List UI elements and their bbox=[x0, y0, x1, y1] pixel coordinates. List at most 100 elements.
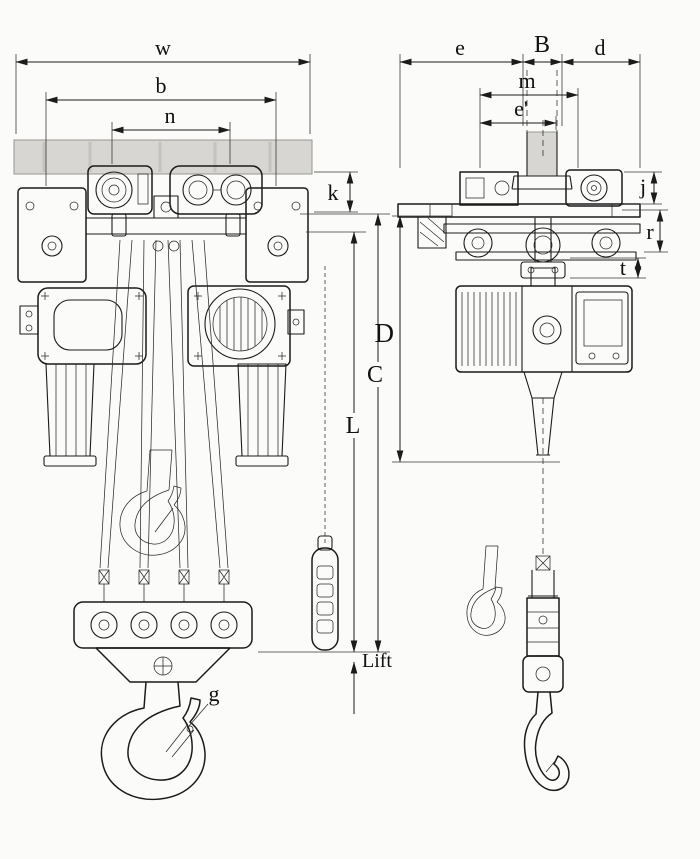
dim-label-e: e bbox=[455, 35, 465, 60]
dim-label-r: r bbox=[646, 219, 654, 244]
guide-leg-side bbox=[531, 397, 555, 456]
anchor-pin bbox=[98, 619, 110, 631]
crossbar-bolt bbox=[168, 240, 180, 252]
connector-bolt bbox=[25, 324, 33, 332]
brake-grille bbox=[219, 297, 263, 351]
swivel-pin bbox=[535, 666, 551, 682]
bolt bbox=[25, 201, 35, 211]
hook-latch bbox=[165, 723, 195, 758]
beam-texture bbox=[42, 142, 272, 172]
gear-cover-side-inner bbox=[586, 180, 602, 196]
bolt bbox=[291, 201, 301, 211]
hoist-body-left bbox=[19, 287, 147, 365]
side-wheel-right-hub bbox=[599, 236, 613, 250]
block-plate bbox=[73, 601, 253, 649]
chain-guide-left bbox=[43, 363, 97, 467]
drive-motor-endcap bbox=[95, 171, 133, 209]
brake-housing-inner bbox=[212, 296, 268, 352]
swivel-housing bbox=[522, 655, 564, 693]
main-hook-body bbox=[100, 681, 206, 801]
dim-label-d: d bbox=[595, 35, 606, 60]
bottom-block-side bbox=[522, 555, 570, 792]
upper-hook-latch bbox=[154, 507, 174, 533]
brake-housing bbox=[204, 288, 276, 360]
pendant-neck bbox=[317, 535, 333, 551]
suspension-shaft bbox=[534, 218, 552, 262]
dim-label-j: j bbox=[639, 174, 646, 199]
suspension-bar-lower bbox=[455, 251, 637, 261]
drive-motor-shaft bbox=[108, 184, 120, 196]
guide-left-cap bbox=[43, 455, 97, 467]
chain-sprocket-hub bbox=[533, 235, 553, 255]
guide-left-body bbox=[45, 363, 95, 457]
label-mask bbox=[366, 362, 386, 387]
gear-cover-left bbox=[182, 174, 214, 206]
bolt bbox=[69, 201, 79, 211]
suspension-bracket bbox=[153, 195, 179, 219]
hoist-side bbox=[455, 267, 633, 456]
dim-label-t: t bbox=[620, 255, 626, 280]
block-sections bbox=[527, 611, 559, 643]
extension-line bbox=[15, 54, 311, 134]
pendant-button bbox=[316, 583, 334, 598]
trolley-front bbox=[17, 165, 309, 283]
control-box bbox=[575, 291, 629, 365]
chain-end-pins bbox=[98, 569, 230, 585]
counterweight-hatch bbox=[419, 217, 446, 247]
hoist-top-link bbox=[530, 267, 556, 287]
wheel-hub-left-pin bbox=[47, 241, 57, 251]
beam-section bbox=[511, 70, 573, 190]
extension-line bbox=[399, 54, 641, 168]
gear-cover-left-inner bbox=[188, 180, 208, 200]
dim-label-m: m bbox=[518, 68, 535, 93]
hoist-side-case bbox=[455, 285, 633, 373]
dim-label-lift: Lift bbox=[362, 650, 392, 672]
extension-line bbox=[570, 257, 646, 279]
trolley-plate-right bbox=[245, 187, 309, 283]
chain-guide-right bbox=[235, 363, 289, 467]
motor-boss bbox=[494, 180, 510, 196]
label-mask bbox=[344, 413, 364, 438]
pendant-control bbox=[311, 266, 339, 651]
side-wheel-left bbox=[463, 228, 493, 258]
corner-bolts bbox=[41, 292, 143, 360]
shackle-side bbox=[528, 570, 558, 598]
upper-hook-side-outline bbox=[466, 545, 506, 636]
suspension-bar-upper bbox=[443, 223, 641, 234]
anchor-sheave bbox=[90, 611, 118, 639]
load-sheave-cover bbox=[532, 315, 562, 345]
anchor-pin bbox=[178, 619, 190, 631]
trolley-plate-left bbox=[17, 187, 87, 283]
guide-right-ribs bbox=[247, 364, 279, 456]
pendant-body bbox=[311, 547, 339, 651]
hoist-body-right bbox=[187, 285, 305, 367]
front-view bbox=[13, 139, 313, 801]
hoist-left-connector bbox=[19, 305, 39, 335]
guide-right-cap bbox=[235, 455, 289, 467]
dim-label-g: g bbox=[209, 681, 220, 706]
side-wheel-left-hub bbox=[471, 236, 485, 250]
panel-screw bbox=[588, 352, 596, 360]
extension-line bbox=[479, 88, 579, 168]
dim-label-w: w bbox=[155, 35, 171, 60]
pendant-button bbox=[316, 601, 334, 616]
upper-hook-phantom-side bbox=[466, 545, 506, 636]
pendant-button bbox=[316, 565, 334, 580]
anchor-sheave bbox=[170, 611, 198, 639]
gear-box-side bbox=[565, 169, 623, 207]
dim-label-D: D bbox=[375, 318, 395, 348]
upper-hook-phantom bbox=[119, 449, 186, 556]
wheel-hub-right-pin bbox=[273, 241, 283, 251]
chain-guide-side bbox=[520, 261, 566, 279]
beam-web-fill bbox=[526, 131, 558, 177]
hook-side-latch bbox=[545, 759, 557, 773]
crossbar-bolt bbox=[152, 240, 164, 252]
hoist-right-case bbox=[187, 285, 291, 367]
control-box-panel bbox=[583, 299, 623, 347]
motor-detail bbox=[465, 177, 485, 199]
beam-bottom-flange bbox=[511, 175, 573, 190]
chain-funnel bbox=[523, 371, 563, 399]
anchor-pin bbox=[218, 619, 230, 631]
wheel-hub-right bbox=[267, 235, 289, 257]
